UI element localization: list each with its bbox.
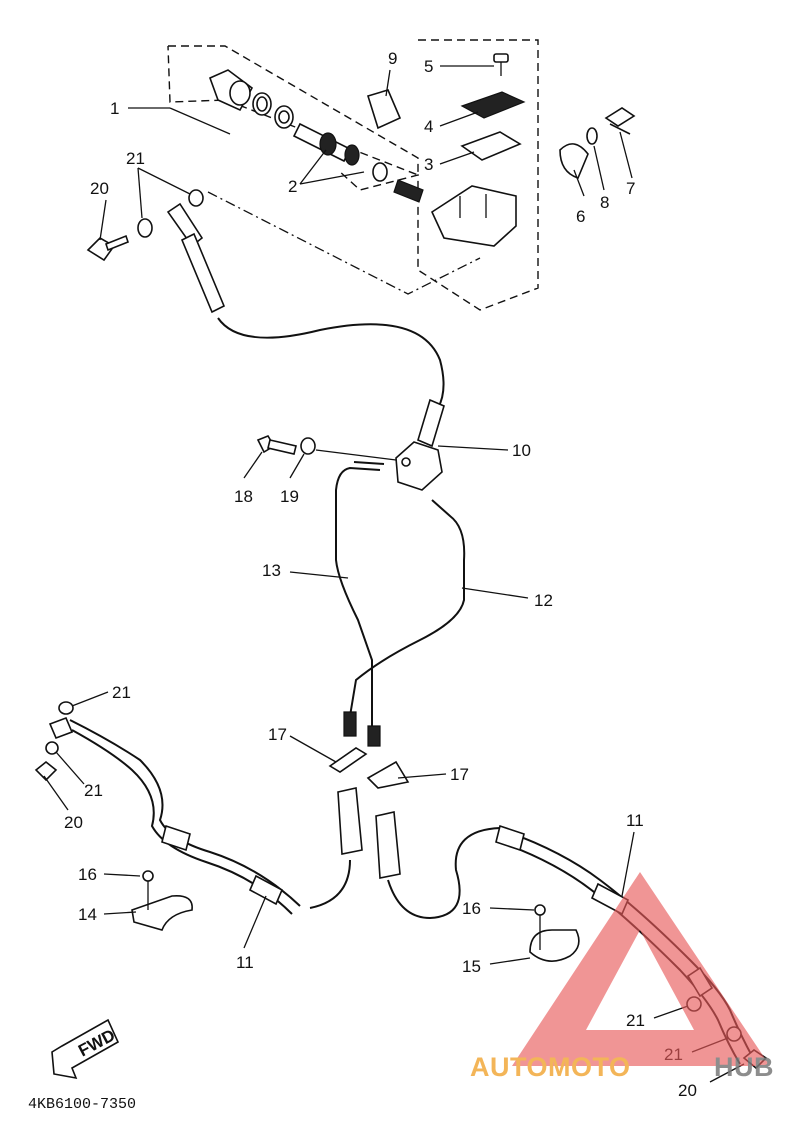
callout-16-right: 16 [462,899,481,918]
callout-2: 2 [288,177,297,196]
callout-19: 19 [280,487,299,506]
callout-11-left: 11 [236,953,254,972]
cylinder-body [430,185,517,247]
hose-11-left [69,719,301,907]
washer-19 [300,437,316,455]
hose-routing [217,317,501,920]
brake-pipe-12 [349,499,466,717]
callout-17-right: 17 [450,765,469,784]
callout-18: 18 [234,487,253,506]
callout-10: 10 [512,441,531,460]
callout-5: 5 [424,57,433,76]
bolt-7 [604,107,636,135]
assembly-boundary-outline [207,191,481,295]
union-bolt-20-top [86,234,129,262]
callout-1: 1 [110,99,119,118]
callout-17-left: 17 [268,725,287,744]
callout-16-left: 16 [78,865,97,884]
assembly-boundary-body [337,39,539,311]
callout-8: 8 [600,193,609,212]
callout-21-left-b: 21 [84,781,103,800]
union-bolt-20-left [34,760,58,782]
left-brake-hose [34,701,301,931]
callout-21-top: 21 [126,149,145,168]
hose-fitting-right [375,811,401,879]
callout-4: 4 [424,117,433,136]
assembly-boundary-1 [167,45,419,177]
washer-8 [586,127,598,145]
callout-21-left-a: 21 [112,683,131,702]
callout-7: 7 [626,179,635,198]
callout-9: 9 [388,49,397,68]
watermark: AUTOMOTO HUB [470,872,774,1082]
watermark-text-b: HUB [714,1052,774,1082]
callout-labels: 1 2 3 4 5 6 7 8 9 10 11 11 12 13 14 15 1… [64,49,697,1100]
joint-10 [395,441,443,491]
bracket-15 [529,929,580,962]
clamp-17-b [366,760,410,789]
clamp-17-a [328,747,368,773]
brake-pipe-13 [335,466,381,728]
washer-21-left-a [58,701,74,715]
callout-21-right-a: 21 [626,1011,645,1030]
callout-13: 13 [262,561,281,580]
callout-20-left: 20 [64,813,83,832]
diaphragm-3 [460,131,522,161]
piston-kit [208,69,424,203]
watermark-text-a: AUTOMOTO [470,1052,631,1082]
drawing-code: 4KB6100-7350 [28,1096,136,1113]
callout-11-right: 11 [626,811,644,830]
brake-hose-main [217,317,445,409]
master-cylinder-group [86,39,636,314]
callout-12: 12 [534,591,553,610]
boot-9 [366,89,402,130]
callout-3: 3 [424,155,433,174]
washer-21-top-b [188,189,204,207]
callout-20-right: 20 [678,1081,697,1100]
watermark-triangle-icon [512,872,770,1066]
holder-6 [559,143,589,179]
callout-14: 14 [78,905,97,924]
callout-6: 6 [576,207,585,226]
washer-21-left-b [45,741,59,755]
screw-5 [493,53,509,76]
hose-fitting-left [337,787,363,855]
callout-15: 15 [462,957,481,976]
washer-21-top-a [137,218,153,238]
fwd-arrow: FWD [51,1018,120,1080]
bracket-14 [131,894,193,931]
callout-20-top: 20 [90,179,109,198]
leader-lines [43,65,745,1083]
bolt-18 [256,435,297,455]
